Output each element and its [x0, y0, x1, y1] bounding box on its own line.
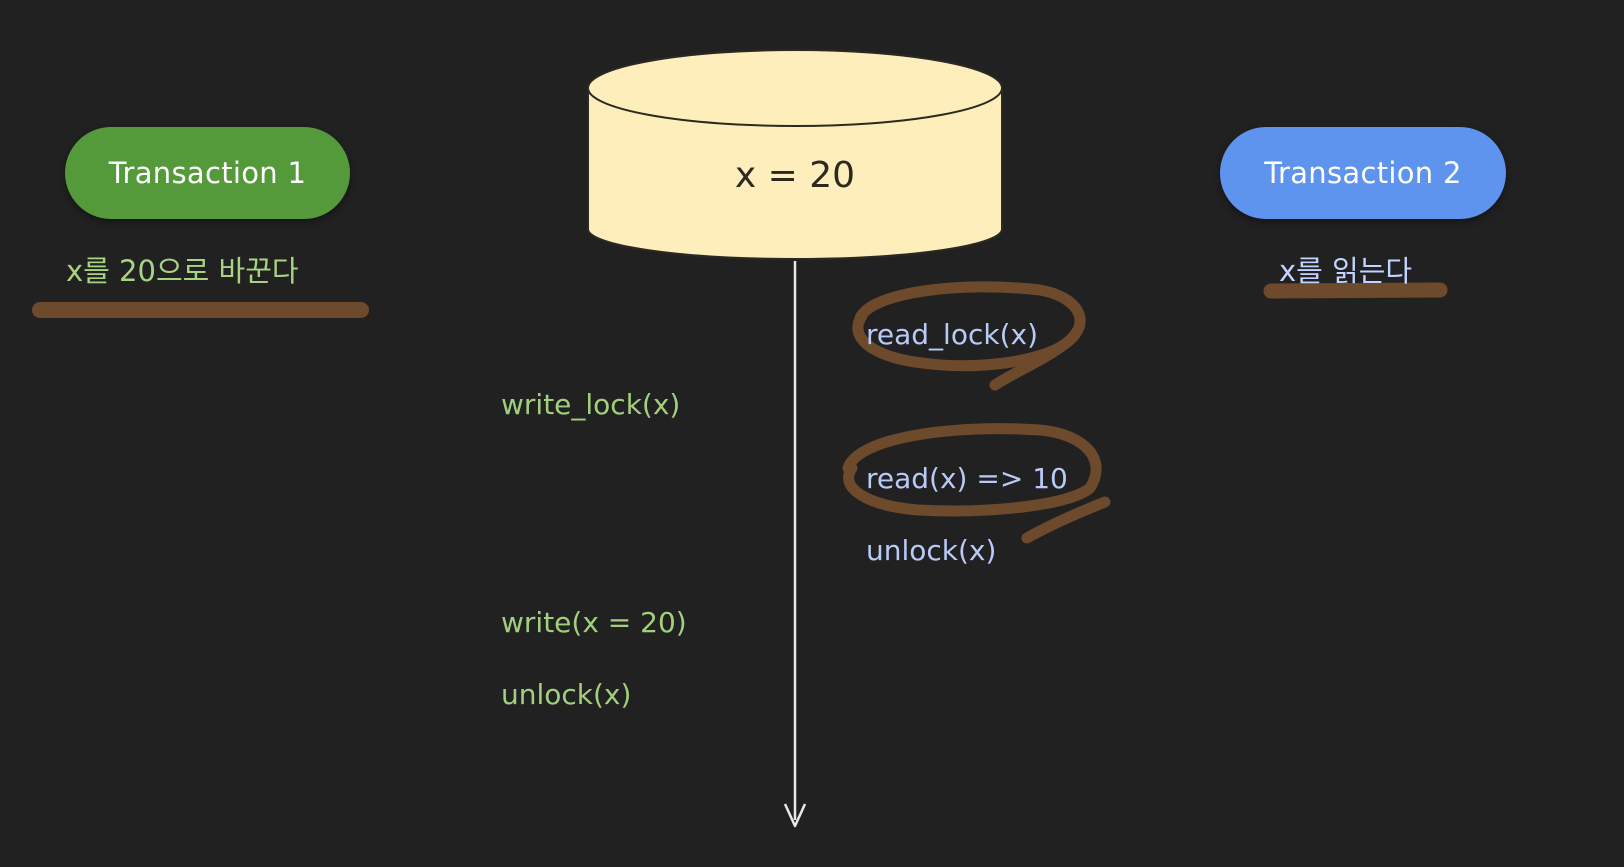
- transaction-1-caption: x를 20으로 바꾼다: [66, 254, 299, 288]
- transaction-2-caption: x를 읽는다: [1279, 254, 1413, 288]
- database-cylinder: [587, 49, 1003, 260]
- t1-op-unlock: unlock(x): [501, 678, 632, 711]
- database-value-label: x = 20: [734, 155, 856, 196]
- annotation-arrow-read: [1021, 496, 1111, 544]
- t1-op-write-lock: write_lock(x): [501, 388, 681, 421]
- timeline-arrow: [783, 261, 807, 828]
- transaction-2-pill: Transaction 2: [1220, 127, 1506, 219]
- transaction-1-pill: Transaction 1: [65, 127, 350, 219]
- t2-op-unlock: unlock(x): [866, 534, 997, 567]
- t2-op-read: read(x) => 10: [866, 462, 1068, 495]
- t1-op-write: write(x = 20): [501, 606, 687, 639]
- annotation-circle-read: [842, 423, 1102, 517]
- t2-op-read-lock: read_lock(x): [866, 318, 1038, 351]
- caption-underline-t2: [1263, 282, 1448, 299]
- annotation-arrow-read-lock: [989, 340, 1068, 391]
